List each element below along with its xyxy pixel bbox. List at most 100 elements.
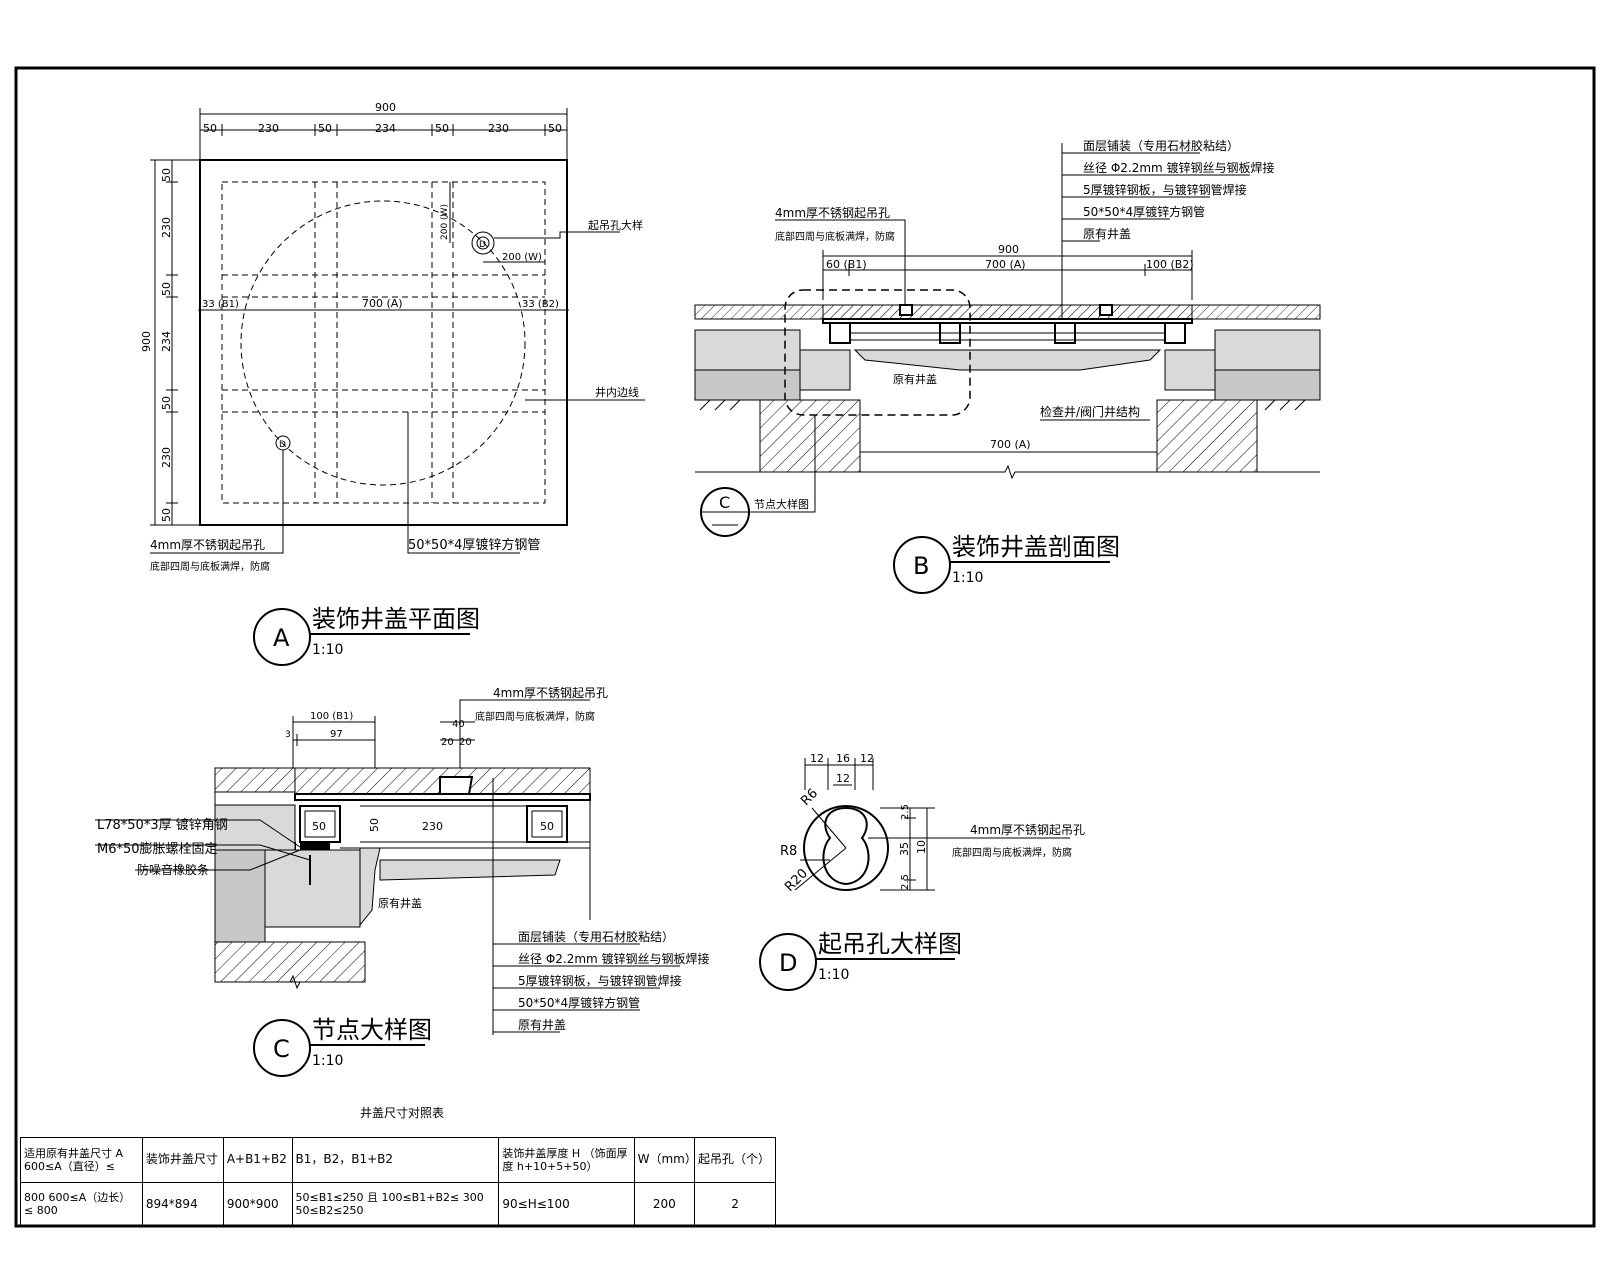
plan-callout-hole-2: 底部四周与底板满焊，防腐 <box>150 560 270 573</box>
section-well-structure: 检查井/阀门井结构 <box>1040 404 1140 419</box>
plan-callout-hook: 起吊孔大样 <box>588 218 643 232</box>
table-cell: 200 <box>633 1181 696 1227</box>
lifting-hole-outline <box>803 805 889 891</box>
c-title-bubble <box>253 1019 311 1077</box>
plan-view: 900 50 230 50 234 50 230 50 900 50 230 5… <box>140 101 645 666</box>
detail-d-view: 12 16 12 12 R6 R8 R20 2.5 35 10 2.5 4mm厚… <box>759 752 1085 991</box>
plan-top-seg: 230 <box>258 122 279 135</box>
c-box-c: 230 <box>422 820 443 833</box>
c-box-a: 50 <box>312 820 326 833</box>
plan-plate <box>199 159 568 526</box>
c-top-dim-1: 100 (B1) <box>310 711 353 722</box>
d-callout-1: 4mm厚不锈钢起吊孔 <box>970 823 1085 837</box>
table-row: 800 600≤A（边长）≤ 800 894*894 900*900 50≤B1… <box>20 1181 776 1227</box>
c-callout-right: 丝径 Φ2.2mm 镀锌钢丝与钢板焊接 <box>518 951 710 966</box>
d-v4: 2.5 <box>900 874 911 890</box>
table-header-cell: 适用原有井盖尺寸 A 600≤A（直径）≤ <box>20 1137 143 1183</box>
d-r3: R20 <box>782 866 811 895</box>
c-title-letter: C <box>273 1035 290 1063</box>
plan-hole-dim-v: 200 (W) <box>440 204 450 240</box>
c-callout-right: 50*50*4厚镀锌方钢管 <box>518 995 640 1010</box>
c-callout-right: 原有井盖 <box>518 1018 566 1032</box>
c-top-dim-2: 97 <box>330 729 343 740</box>
detail-c-view: 100 (B1) 97 3 40 20 20 4mm厚不锈钢起吊孔 底部四周与底… <box>95 686 710 1077</box>
section-title-bubble <box>893 536 951 594</box>
table-header-cell: 装饰井盖尺寸 <box>141 1137 224 1183</box>
table-header-cell: W（mm） <box>633 1137 697 1183</box>
table-cell: 900*900 <box>222 1181 293 1227</box>
section-callout: 5厚镀锌钢板，与镀锌钢管焊接 <box>1083 182 1247 197</box>
plan-overall-dim: 900 <box>375 101 396 114</box>
section-view: 面层铺装（专用石材胶粘结） 丝径 Φ2.2mm 镀锌钢丝与钢板焊接 5厚镀锌钢板… <box>694 138 1321 594</box>
lifting-hole-icon <box>476 236 490 250</box>
plan-top-seg: 234 <box>375 122 396 135</box>
section-title-letter: B <box>913 552 929 580</box>
c-left-1: L78*50*3厚 镀锌角钢 <box>97 817 228 833</box>
c-callout-right: 面层铺装（专用石材胶粘结） <box>518 929 674 944</box>
d-v2: 35 <box>898 842 911 856</box>
c-box-d: 50 <box>540 820 554 833</box>
section-a: 700 (A) <box>985 258 1026 271</box>
plan-left-seg: 50 <box>160 396 173 410</box>
plan-top-seg: 230 <box>488 122 509 135</box>
c-hole-dim-3: 20 <box>459 737 472 748</box>
plan-callout-edge: 井内边线 <box>595 385 639 399</box>
section-original-cover: 原有井盖 <box>893 372 937 386</box>
section-callout-hole-2: 底部四周与底板满焊，防腐 <box>775 230 895 243</box>
plan-left-seg: 234 <box>160 331 173 352</box>
plan-top-seg: 50 <box>435 122 449 135</box>
d-title-letter: D <box>779 949 797 977</box>
c-hole-dim-1: 40 <box>452 719 465 730</box>
table-cell: 90≤H≤100 <box>498 1181 635 1227</box>
table-cell: 50≤B1≤250 且 100≤B1+B2≤ 300 50≤B2≤250 <box>291 1181 500 1227</box>
section-callout: 丝径 Φ2.2mm 镀锌钢丝与钢板焊接 <box>1083 160 1275 175</box>
lifting-hole-slot <box>822 806 870 886</box>
plan-a: 700 (A) <box>362 297 403 310</box>
section-title: 装饰井盖剖面图 <box>952 533 1120 561</box>
section-overall: 900 <box>998 243 1019 256</box>
c-box-b: 50 <box>368 818 381 832</box>
d-dim-4: 12 <box>836 772 850 785</box>
plan-b2: 33 (B2) <box>522 299 559 310</box>
section-callout: 原有井盖 <box>1083 227 1131 241</box>
table-cell: 2 <box>694 1181 776 1227</box>
c-callout-hole-1: 4mm厚不锈钢起吊孔 <box>493 686 608 700</box>
lifting-hole-icon <box>471 231 495 255</box>
plan-hole-mark: D <box>279 440 286 450</box>
d-dim-1: 12 <box>810 752 824 765</box>
plan-b1: 33 (B1) <box>202 299 239 310</box>
d-dim-2: 16 <box>836 752 850 765</box>
d-r2: R8 <box>780 844 797 859</box>
plan-title: 装饰井盖平面图 <box>312 605 480 633</box>
c-callout-hole-2: 底部四周与底板满焊，防腐 <box>475 710 595 723</box>
section-scale: 1:10 <box>952 570 983 586</box>
d-dim-3: 12 <box>860 752 874 765</box>
plan-top-seg: 50 <box>203 122 217 135</box>
plan-scale: 1:10 <box>312 642 343 658</box>
c-scale: 1:10 <box>312 1053 343 1069</box>
section-b1: 60 (B1) <box>826 258 867 271</box>
table-header-cell: 起吊孔（个） <box>694 1137 776 1183</box>
table-row: 适用原有井盖尺寸 A 600≤A（直径）≤ 装饰井盖尺寸 A+B1+B2 B1，… <box>20 1137 776 1183</box>
section-detail-letter: C <box>719 493 730 512</box>
well-inner-edge <box>240 200 526 486</box>
table-cell: 800 600≤A（边长）≤ 800 <box>20 1181 143 1227</box>
d-v3: 10 <box>915 840 928 854</box>
plan-top-seg: 50 <box>318 122 332 135</box>
c-callout-right: 5厚镀锌钢板，与镀锌钢管焊接 <box>518 973 682 988</box>
table-header-cell: A+B1+B2 <box>222 1137 293 1183</box>
d-r1: R6 <box>798 786 821 809</box>
schedule-title: 井盖尺寸对照表 <box>360 1106 445 1120</box>
d-title: 起吊孔大样图 <box>818 930 962 958</box>
plan-hole-mark: D <box>479 240 486 250</box>
c-left-3: 防噪音橡胶条 <box>137 862 209 877</box>
plan-hole-dim-h: 200 (W) <box>502 252 542 263</box>
c-left-2: M6*50膨胀螺栓固定 <box>97 842 218 857</box>
table-cell: 894*894 <box>141 1181 224 1227</box>
c-title: 节点大样图 <box>312 1016 432 1044</box>
plan-callout-pipe: 50*50*4厚镀锌方钢管 <box>408 537 540 553</box>
detail-c-marker <box>784 289 971 416</box>
sheet-border <box>14 66 1596 1228</box>
section-callout: 50*50*4厚镀锌方钢管 <box>1083 204 1205 219</box>
